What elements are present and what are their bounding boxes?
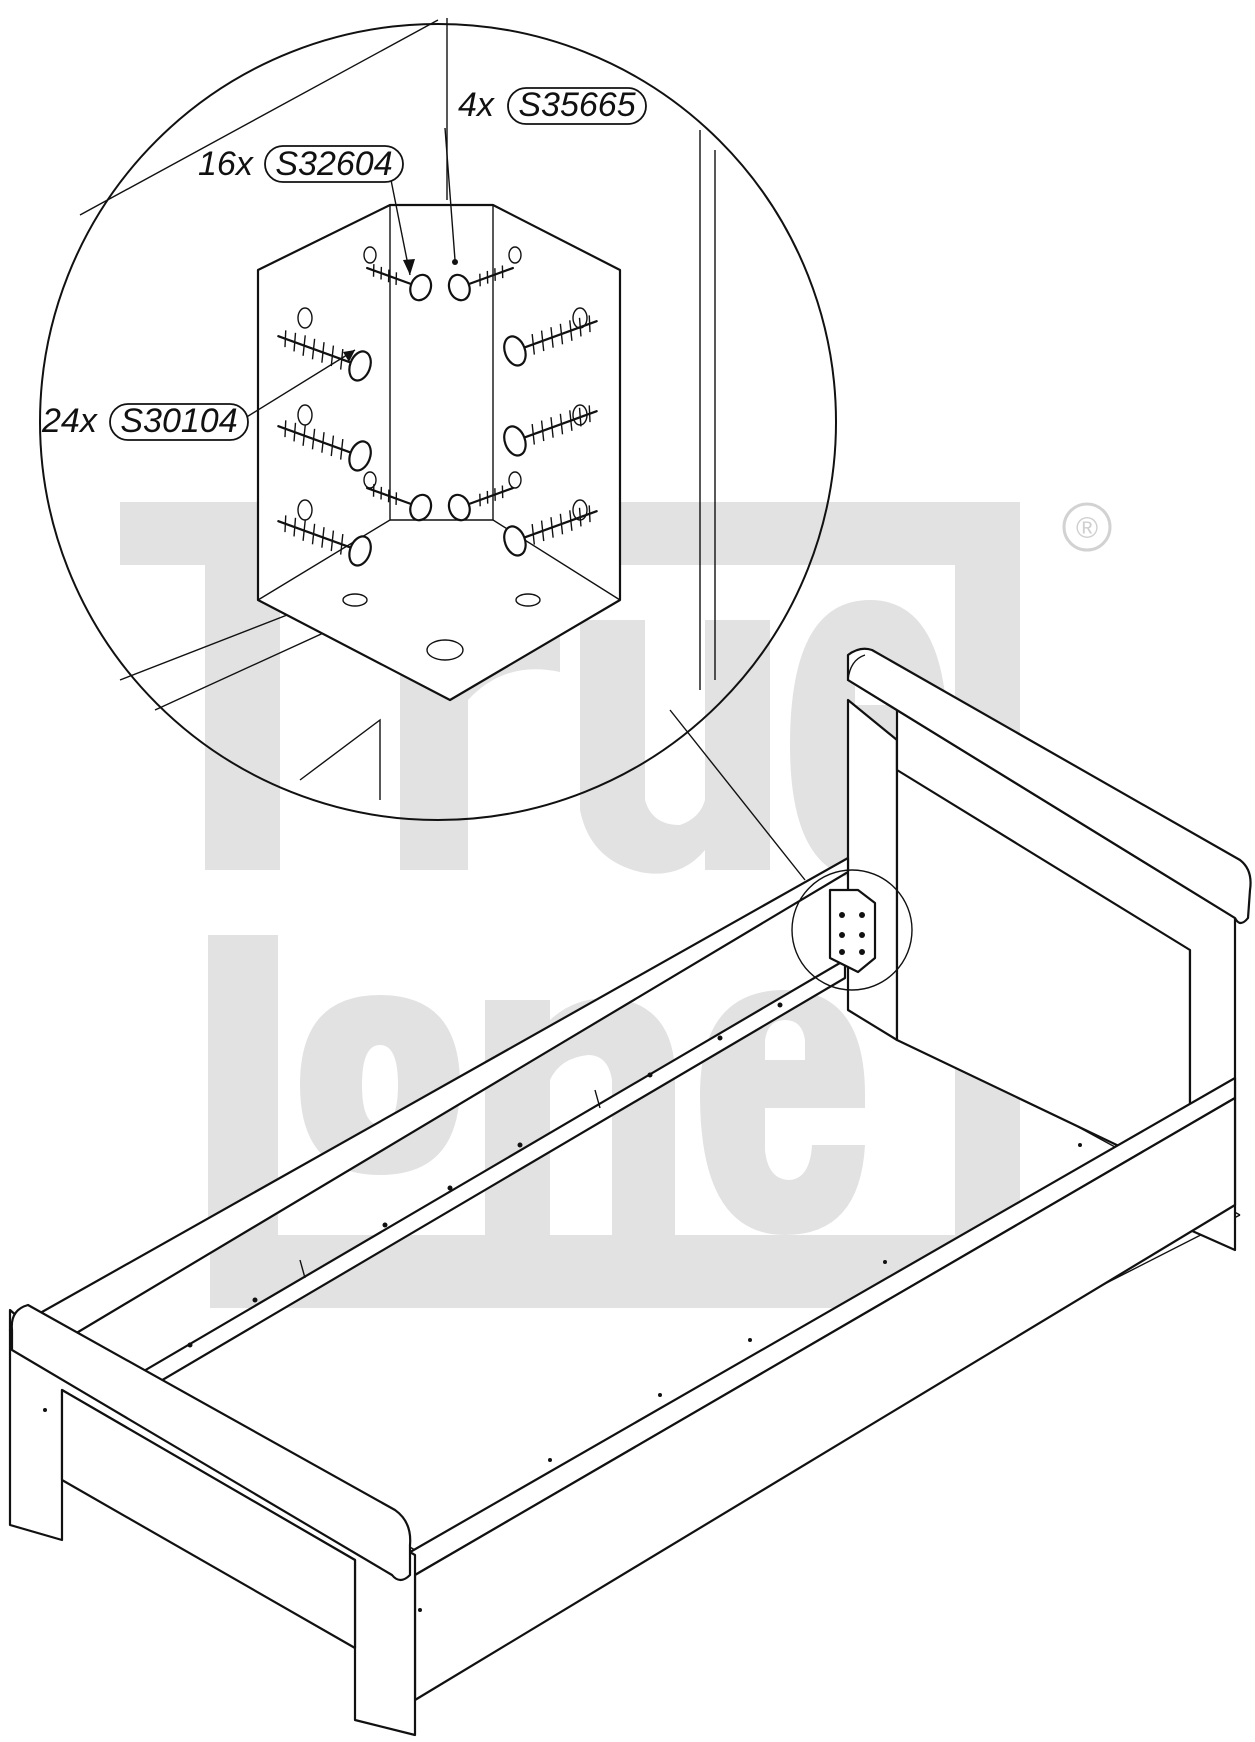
detail-zoom bbox=[39, 18, 837, 821]
callout-code-s30104: S30104 bbox=[120, 402, 237, 440]
corner-bracket-detail bbox=[256, 203, 622, 702]
callout-s32604: 16x S32604 bbox=[198, 145, 404, 183]
footboard bbox=[8, 1303, 417, 1737]
callout-s30104: 24x S30104 bbox=[41, 402, 249, 441]
callout-qty-s32604: 16x bbox=[198, 145, 254, 183]
leader-16x bbox=[389, 174, 411, 276]
leader-4x bbox=[444, 127, 456, 261]
detail-target-circle bbox=[791, 869, 913, 991]
callout-qty-s35665: 4x bbox=[458, 86, 495, 124]
callout-code-s32604: S32604 bbox=[275, 145, 392, 183]
registered-mark: ® bbox=[1076, 512, 1098, 545]
corner-bracket-icon bbox=[828, 888, 877, 974]
bed-frame-icon bbox=[8, 647, 1252, 1737]
side-rail-right bbox=[403, 1076, 1237, 1702]
callout-qty-s30104: 24x bbox=[41, 402, 98, 440]
callout-s35665: 4x S35665 bbox=[458, 86, 647, 125]
fixing-points bbox=[43, 1002, 1082, 1612]
callout-code-s35665: S35665 bbox=[518, 86, 635, 124]
leader-24x bbox=[244, 349, 356, 419]
wood-screw-icon bbox=[277, 246, 598, 567]
